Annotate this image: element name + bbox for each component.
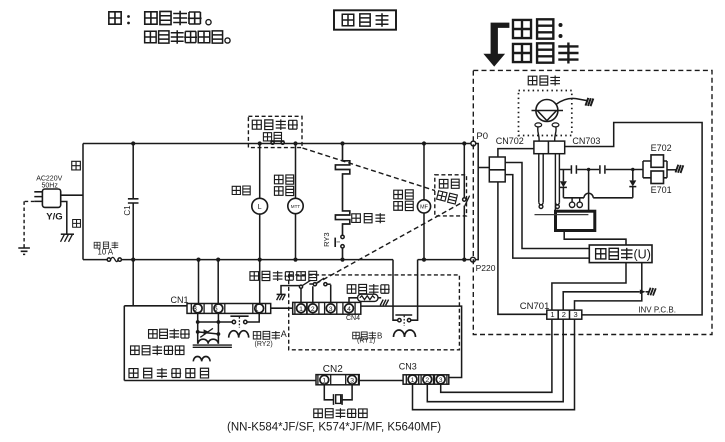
svg-text:1: 1 bbox=[322, 377, 326, 384]
svg-text:3: 3 bbox=[329, 306, 333, 313]
svg-text:P0: P0 bbox=[476, 131, 488, 142]
svg-text:(RY2): (RY2) bbox=[255, 341, 273, 348]
svg-text:MF: MF bbox=[420, 204, 428, 210]
svg-text:CN701: CN701 bbox=[520, 301, 550, 312]
svg-text:E702: E702 bbox=[651, 143, 672, 153]
svg-text:L: L bbox=[258, 204, 262, 211]
svg-text:RY3: RY3 bbox=[322, 232, 331, 246]
svg-text:CN1: CN1 bbox=[171, 295, 189, 305]
svg-text:4: 4 bbox=[347, 306, 351, 313]
svg-text:2: 2 bbox=[425, 377, 429, 384]
svg-text:1: 1 bbox=[550, 310, 554, 319]
svg-text:(RY1): (RY1) bbox=[357, 337, 375, 344]
svg-text:P220: P220 bbox=[476, 263, 496, 273]
svg-text:Y/G: Y/G bbox=[46, 211, 62, 222]
svg-text:5: 5 bbox=[214, 306, 218, 313]
svg-text:3: 3 bbox=[193, 306, 197, 313]
svg-text:CN2: CN2 bbox=[323, 364, 343, 375]
svg-text:50Hz: 50Hz bbox=[42, 183, 59, 190]
svg-text:CN3: CN3 bbox=[399, 361, 417, 371]
svg-text:MTT: MTT bbox=[291, 204, 301, 209]
svg-text:C1: C1 bbox=[123, 205, 132, 216]
svg-text:AC220V: AC220V bbox=[36, 176, 62, 183]
svg-text:(U): (U) bbox=[634, 248, 651, 262]
svg-text:INV P.C.B.: INV P.C.B. bbox=[638, 305, 676, 314]
svg-text:10 A: 10 A bbox=[98, 248, 114, 257]
svg-text:CN703: CN703 bbox=[572, 136, 600, 146]
svg-text:A: A bbox=[281, 329, 287, 339]
svg-text:(NN-K584*JF/SF, K574*JF/MF, K5: (NN-K584*JF/SF, K574*JF/MF, K5640MF) bbox=[227, 421, 441, 433]
svg-text:2: 2 bbox=[311, 306, 315, 313]
svg-text:1: 1 bbox=[255, 306, 259, 313]
svg-text:CN702: CN702 bbox=[496, 136, 524, 146]
svg-text:1: 1 bbox=[411, 377, 415, 384]
svg-text:3: 3 bbox=[350, 377, 354, 384]
svg-text:3: 3 bbox=[574, 310, 578, 319]
svg-text:2: 2 bbox=[562, 310, 566, 319]
svg-text:E701: E701 bbox=[651, 185, 672, 195]
svg-text:B: B bbox=[377, 331, 382, 340]
svg-text:3: 3 bbox=[439, 377, 443, 384]
svg-text:1: 1 bbox=[299, 306, 303, 313]
svg-text:CN4: CN4 bbox=[346, 315, 360, 322]
